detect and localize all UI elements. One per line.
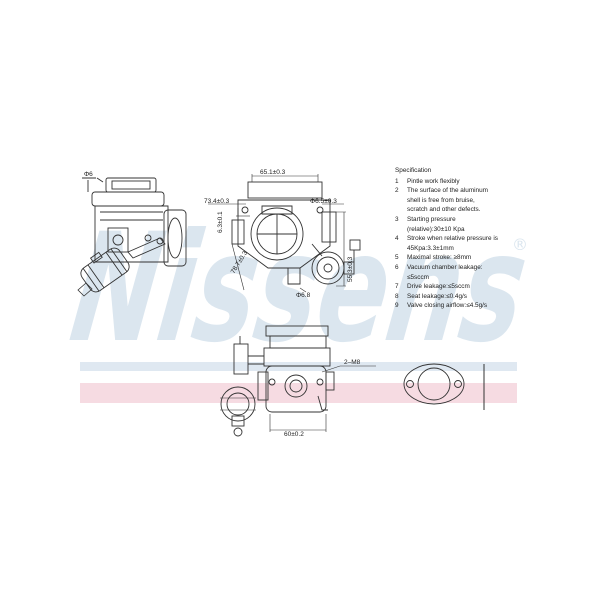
vacuum-actuator-bottom — [220, 386, 256, 437]
dim-hole-dia: Φ6 — [84, 171, 93, 178]
dim-gap: 6.3±0.1 — [217, 211, 224, 233]
throttle-port — [163, 209, 187, 267]
side-view-left — [77, 177, 187, 297]
gasket — [403, 363, 465, 405]
spec-title: Specification — [395, 167, 432, 174]
dim-base-hole: Φ6.8 — [296, 292, 311, 299]
flange-port — [284, 374, 308, 398]
lever-arm — [127, 237, 166, 259]
watermark-band-blue — [80, 362, 517, 371]
throttle-bore — [250, 207, 304, 261]
actuator-cap-inner — [111, 180, 151, 190]
front-view — [208, 174, 361, 293]
front-top-plate — [247, 181, 323, 199]
gasket-bore — [417, 367, 451, 401]
dim-pitch-right: Φ6.5±0.3 — [310, 198, 337, 205]
dim-bolt: 2–M8 — [344, 359, 361, 366]
bottom-view — [220, 325, 376, 437]
dim-flange-width: 60±0.2 — [284, 431, 304, 438]
watermark-band-pink — [80, 383, 517, 403]
watermark-text: Nissens — [62, 201, 537, 376]
dim-height-right: 55.3±0.3 — [347, 256, 354, 282]
registered-mark: ® — [512, 235, 528, 254]
dim-width-top: 65.1±0.3 — [260, 169, 286, 176]
nissens-watermark-logo: Nissens ® — [62, 201, 537, 376]
dim-pitch-left: 73.4±0.3 — [204, 198, 230, 205]
actuator-cap — [105, 177, 157, 193]
